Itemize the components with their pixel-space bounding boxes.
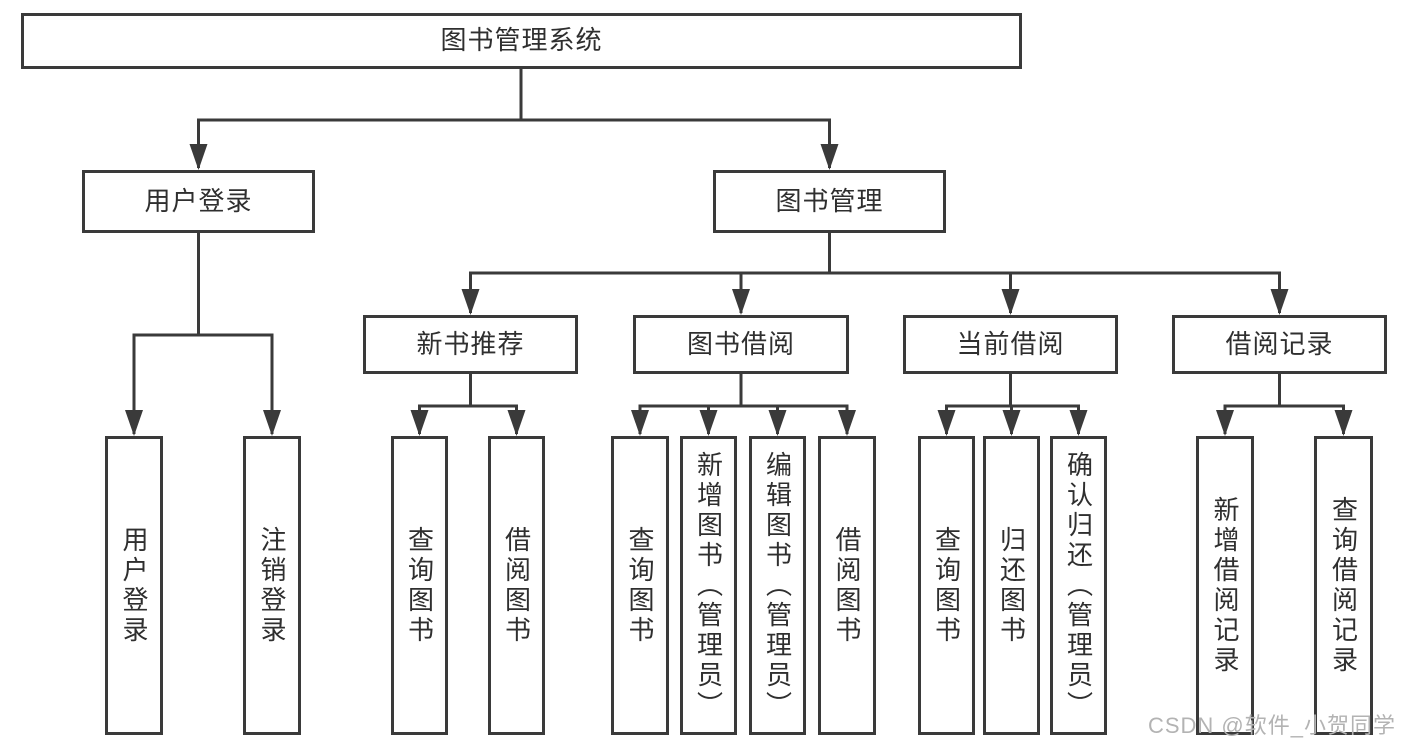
node-label: 借阅记录 xyxy=(1225,328,1334,359)
node-leaf-query-books-2: 查询图书 xyxy=(611,436,669,735)
arrowhead-icon xyxy=(125,410,143,436)
arrowhead-icon xyxy=(507,410,526,436)
node-label: 查询图书 xyxy=(404,525,435,646)
arrowhead-icon xyxy=(732,289,750,315)
node-book-borrow: 图书借阅 xyxy=(633,315,849,374)
arrowhead-icon xyxy=(1069,410,1088,436)
node-user-login: 用户登录 xyxy=(82,170,315,233)
node-label: 注销登录 xyxy=(257,525,287,646)
watermark: CSDN @软件_小贺同学 xyxy=(1147,713,1396,738)
node-leaf-query-books-3: 查询图书 xyxy=(918,436,975,735)
node-label: 当前借阅 xyxy=(956,328,1065,359)
arrowhead-icon xyxy=(1002,410,1021,436)
node-label: 图书管理系统 xyxy=(440,25,603,56)
node-borrow-records: 借阅记录 xyxy=(1172,315,1387,374)
node-label: 借阅图书 xyxy=(501,525,532,646)
node-label: 用户登录 xyxy=(119,525,149,646)
node-label: 查询图书 xyxy=(625,525,655,646)
node-book-mgmt: 图书管理 xyxy=(713,170,946,233)
arrowhead-icon xyxy=(820,144,839,170)
node-leaf-borrow-books-2: 借阅图书 xyxy=(818,436,876,735)
node-label: 查询图书 xyxy=(931,525,962,646)
arrowhead-icon xyxy=(838,410,856,436)
node-leaf-return-books: 归还图书 xyxy=(983,436,1040,735)
node-label: 图书借阅 xyxy=(686,328,795,359)
arrowhead-icon xyxy=(189,144,208,170)
node-label: 新书推荐 xyxy=(416,328,525,359)
node-leaf-logout: 注销登录 xyxy=(243,436,301,735)
node-label: 借阅图书 xyxy=(832,525,862,646)
node-leaf-user-login: 用户登录 xyxy=(105,436,163,735)
arrowhead-icon xyxy=(768,410,787,436)
node-label: 查询借阅记录 xyxy=(1328,495,1359,676)
node-label: 新增图书（管理员） xyxy=(693,450,724,721)
arrowhead-icon xyxy=(1270,289,1289,315)
arrowhead-icon xyxy=(263,410,281,436)
arrowhead-icon xyxy=(1334,410,1353,436)
node-leaf-confirm-return: 确认归还（管理员） xyxy=(1050,436,1107,735)
node-label: 编辑图书（管理员） xyxy=(762,450,793,721)
node-label: 用户登录 xyxy=(144,185,253,216)
arrowhead-icon xyxy=(1216,410,1234,436)
node-label: 确认归还（管理员） xyxy=(1063,450,1094,721)
arrowhead-icon xyxy=(1001,289,1020,315)
node-leaf-borrow-books-1: 借阅图书 xyxy=(488,436,545,735)
arrowhead-icon xyxy=(410,410,429,436)
node-leaf-query-books-1: 查询图书 xyxy=(391,436,448,735)
arrowhead-icon xyxy=(461,289,480,315)
arrowhead-icon xyxy=(699,410,718,436)
arrowhead-icon xyxy=(937,410,956,436)
node-root: 图书管理系统 xyxy=(21,13,1022,69)
node-label: 图书管理 xyxy=(775,185,884,216)
node-new-books: 新书推荐 xyxy=(363,315,578,374)
node-current-borrow: 当前借阅 xyxy=(903,315,1118,374)
node-leaf-edit-books: 编辑图书（管理员） xyxy=(749,436,806,735)
node-leaf-add-record: 新增借阅记录 xyxy=(1196,436,1254,735)
node-label: 新增借阅记录 xyxy=(1210,495,1240,676)
node-leaf-query-record: 查询借阅记录 xyxy=(1314,436,1373,735)
node-leaf-add-books: 新增图书（管理员） xyxy=(680,436,737,735)
arrowhead-icon xyxy=(631,410,649,436)
node-label: 归还图书 xyxy=(996,525,1027,646)
